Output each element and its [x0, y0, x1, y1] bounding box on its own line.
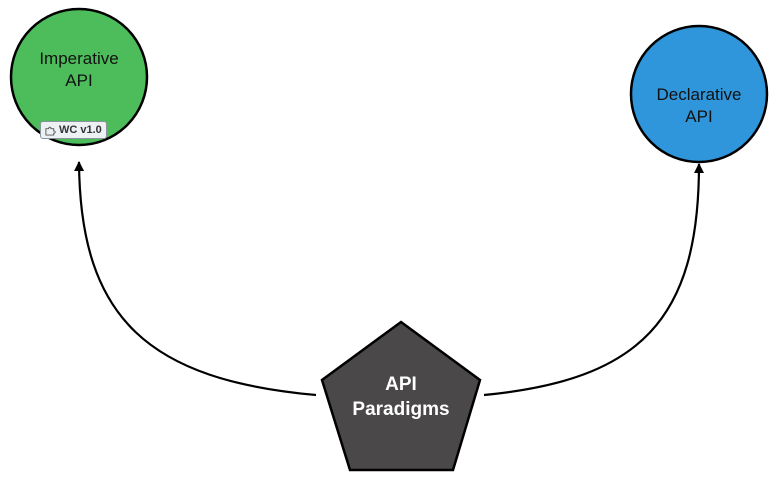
declarative-api-label: Declarative API	[634, 84, 764, 128]
label-line: API	[385, 374, 417, 395]
declarative-api-node[interactable]	[629, 24, 769, 164]
api-paradigms-node[interactable]	[320, 320, 482, 472]
label-line: Imperative	[39, 49, 119, 68]
puzzle-icon	[45, 126, 56, 136]
label-line: API	[65, 71, 93, 90]
edge-paradigms-to-declarative	[483, 163, 704, 397]
version-badge: WC v1.0	[40, 121, 107, 139]
imperative-api-node[interactable]	[9, 7, 149, 147]
edge-paradigms-to-imperative	[74, 161, 317, 397]
api-paradigms-label: API Paradigms	[336, 372, 466, 422]
badge-text: WC v1.0	[59, 124, 102, 136]
imperative-api-label: Imperative API	[14, 48, 144, 92]
label-line: Paradigms	[352, 399, 450, 420]
label-line: Declarative	[656, 85, 742, 104]
label-line: API	[685, 107, 713, 126]
